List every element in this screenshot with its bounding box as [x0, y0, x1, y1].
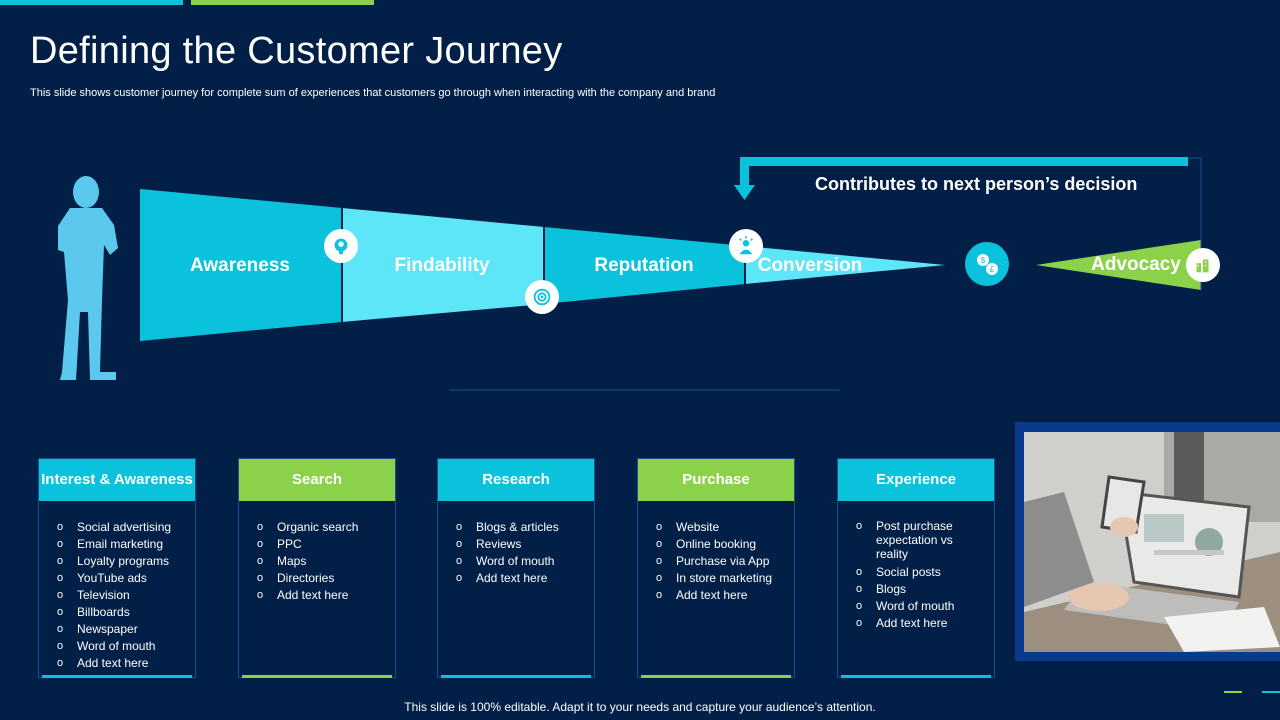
- list-item: Purchase via App: [656, 553, 794, 570]
- card-list: Organic search PPC Maps Directories Add …: [239, 501, 395, 604]
- idea-head-icon: [324, 229, 358, 263]
- footer-note: This slide is 100% editable. Adapt it to…: [404, 700, 876, 714]
- list-item: Loyalty programs: [57, 553, 195, 570]
- top-accent-bar-cyan: [0, 0, 183, 5]
- stage-label-conversion: Conversion: [757, 255, 863, 276]
- card-heading: Purchase: [638, 459, 794, 501]
- stage-label-reputation: Reputation: [594, 255, 694, 276]
- list-item: Social posts: [856, 564, 994, 581]
- card-purchase: Purchase Website Online booking Purchase…: [637, 458, 795, 678]
- funnel-segment-advocacy: [1036, 240, 1201, 290]
- card-footer-bar: [242, 675, 392, 678]
- funnel-segment-conversion: [745, 246, 945, 284]
- card-heading: Research: [438, 459, 594, 501]
- list-item: Word of mouth: [456, 553, 594, 570]
- svg-text:£: £: [990, 265, 995, 274]
- list-item: Billboards: [57, 604, 195, 621]
- funnel-segment-reputation: [544, 227, 745, 304]
- journey-funnel-diagram: [58, 157, 1202, 391]
- card-footer-bar: [441, 675, 591, 678]
- page-title: Defining the Customer Journey: [30, 30, 563, 72]
- list-item: Word of mouth: [856, 598, 994, 615]
- list-item: YouTube ads: [57, 570, 195, 587]
- list-item: Email marketing: [57, 536, 195, 553]
- list-item: Add text here: [856, 615, 994, 632]
- list-item: Television: [57, 587, 195, 604]
- card-interest-awareness: Interest & Awareness Social advertising …: [38, 458, 196, 678]
- list-item: Maps: [257, 553, 395, 570]
- building-growth-icon: [1186, 248, 1220, 282]
- list-item: Blogs: [856, 581, 994, 598]
- list-item: Reviews: [456, 536, 594, 553]
- card-experience: Experience Post purchase expectation vs …: [837, 458, 995, 678]
- laptop-photo: [1024, 432, 1280, 652]
- list-item: Online booking: [656, 536, 794, 553]
- list-item: Blogs & articles: [456, 519, 594, 536]
- feedback-label: Contributes to next person’s decision: [815, 174, 1138, 194]
- svg-text:$: $: [981, 256, 986, 265]
- card-footer-bar: [841, 675, 991, 678]
- list-item: Add text here: [257, 587, 395, 604]
- card-footer-bar: [641, 675, 791, 678]
- card-heading: Experience: [838, 459, 994, 501]
- list-item: Organic search: [257, 519, 395, 536]
- target-brain-icon: [525, 280, 559, 314]
- list-item: Add text here: [656, 587, 794, 604]
- list-item: Website: [656, 519, 794, 536]
- funnel-segment-awareness: [140, 189, 342, 341]
- decorative-dash: [1224, 691, 1242, 693]
- card-footer-bar: [42, 675, 192, 678]
- list-item: Add text here: [57, 655, 195, 672]
- funnel-segment-findability: [342, 208, 544, 322]
- card-list: Social advertising Email marketing Loyal…: [39, 501, 195, 672]
- stage-label-awareness: Awareness: [190, 255, 290, 276]
- currency-exchange-icon: $£: [974, 251, 1000, 277]
- list-item: Social advertising: [57, 519, 195, 536]
- card-heading: Search: [239, 459, 395, 501]
- card-search: Search Organic search PPC Maps Directori…: [238, 458, 396, 678]
- card-list: Blogs & articles Reviews Word of mouth A…: [438, 501, 594, 587]
- stage-label-advocacy: Advocacy: [1091, 254, 1181, 275]
- list-item: Post purchase expectation vs reality: [856, 519, 986, 561]
- card-list: Website Online booking Purchase via App …: [638, 501, 794, 604]
- card-research: Research Blogs & articles Reviews Word o…: [437, 458, 595, 678]
- card-list: Post purchase expectation vs reality Soc…: [838, 501, 994, 632]
- page-subtitle: This slide shows customer journey for co…: [30, 87, 716, 99]
- stage-label-findability: Findability: [394, 255, 490, 276]
- list-item: Word of mouth: [57, 638, 195, 655]
- card-heading: Interest & Awareness: [39, 459, 195, 501]
- top-accent-bar-green: [191, 0, 374, 5]
- list-item: Newspaper: [57, 621, 195, 638]
- list-item: In store marketing: [656, 570, 794, 587]
- list-item: Directories: [257, 570, 395, 587]
- list-item: PPC: [257, 536, 395, 553]
- list-item: Add text here: [456, 570, 594, 587]
- user-idea-icon: [729, 229, 763, 263]
- person-silhouette-icon: [58, 176, 118, 380]
- decorative-dash: [1262, 691, 1280, 693]
